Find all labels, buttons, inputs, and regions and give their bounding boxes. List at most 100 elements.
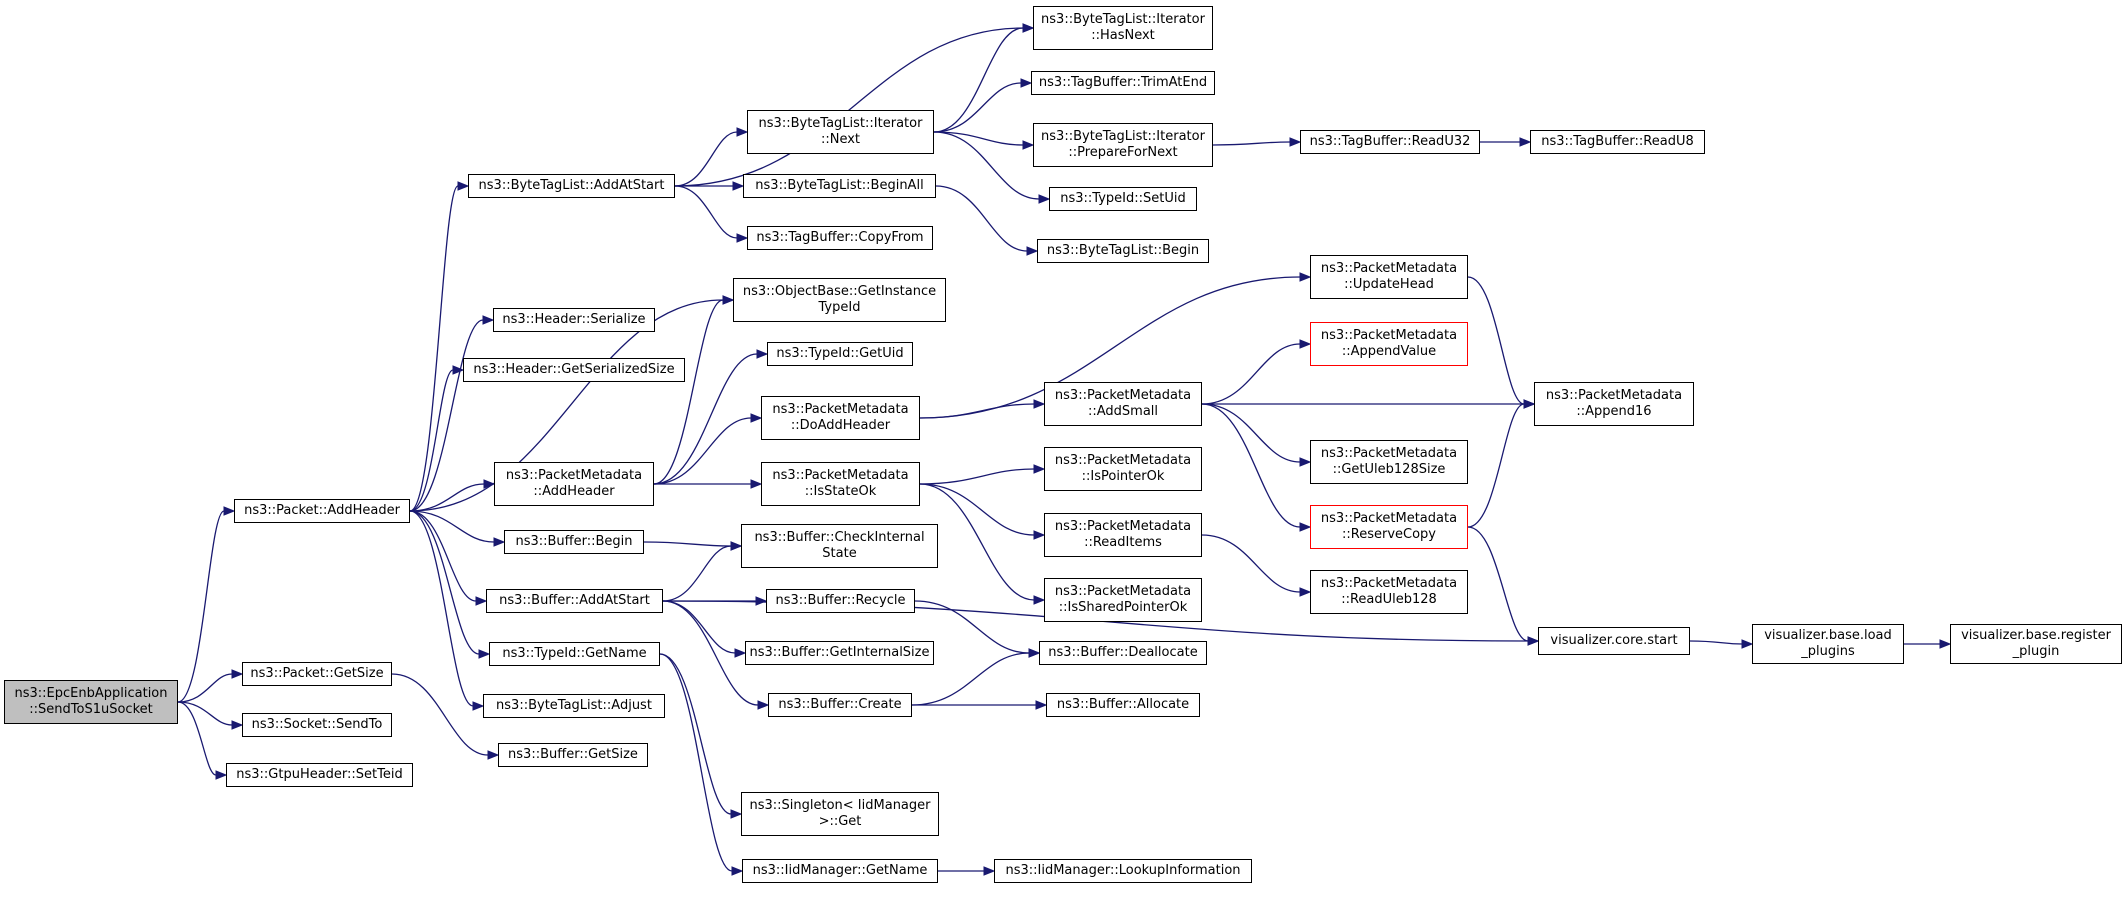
- edge-btl_addatstart-to-tagbuf_copyfrom: [674, 185, 738, 239]
- edge-typeid_getname-to-singleton_get: [659, 653, 732, 815]
- edge-buffer_create-to-buffer_deallocate: [911, 652, 1030, 706]
- node-pm-issharedpointerok[interactable]: ns3::PacketMetadata::IsSharedPointerOk: [1044, 578, 1202, 622]
- node-iid-lookupinformation[interactable]: ns3::IidManager::LookupInformation: [994, 859, 1252, 883]
- node-label-line: ::DoAddHeader: [790, 418, 891, 433]
- node-btl-beginall[interactable]: ns3::ByteTagList::BeginAll: [743, 174, 936, 198]
- node-btl-iter-preparefornext[interactable]: ns3::ByteTagList::Iterator::PrepareForNe…: [1033, 123, 1213, 167]
- node-tagbuf-readu8[interactable]: ns3::TagBuffer::ReadU8: [1530, 130, 1705, 154]
- node-iid-getname[interactable]: ns3::IidManager::GetName: [742, 859, 938, 883]
- node-btl-iter-hasnext[interactable]: ns3::ByteTagList::Iterator::HasNext: [1033, 6, 1213, 50]
- node-label-line: ns3::IidManager::LookupInformation: [1005, 863, 1241, 878]
- node-label-line: _plugins: [1801, 644, 1855, 659]
- arrowhead-packet_getsize-to-buffer_getsize: [487, 750, 500, 760]
- edge-pm_readitems-to-pm_readuleb128: [1201, 534, 1301, 593]
- node-vis-base-registerplugin[interactable]: visualizer.base.register_plugin: [1950, 624, 2122, 664]
- arrowhead-packet_addheader-to-pm_addheader: [483, 479, 496, 489]
- arrowhead-packet_addheader-to-buffer_begin: [493, 537, 506, 547]
- node-header-getsersize[interactable]: ns3::Header::GetSerializedSize: [463, 358, 685, 382]
- node-label-line: ::UpdateHead: [1344, 277, 1434, 292]
- node-label-line: ::ReserveCopy: [1342, 527, 1436, 542]
- arrowhead-pm_doaddheader-to-pm_updatehead: [1299, 272, 1312, 282]
- node-label-line: visualizer.base.register: [1961, 628, 2111, 643]
- node-label-line: ns3::GtpuHeader::SetTeid: [236, 767, 403, 782]
- node-buffer-begin[interactable]: ns3::Buffer::Begin: [504, 530, 644, 554]
- node-label-line: ns3::IidManager::GetName: [752, 863, 928, 878]
- arrowhead-pm_addheader-to-pm_doaddheader: [750, 413, 763, 423]
- edge-btl_iter_next-to-typeid_setuid: [933, 131, 1040, 200]
- node-vis-core-start[interactable]: visualizer.core.start: [1538, 627, 1690, 655]
- arrowhead-btl_addatstart-to-btl_iter_next: [736, 127, 749, 137]
- node-pm-doaddheader[interactable]: ns3::PacketMetadata::DoAddHeader: [761, 396, 920, 440]
- node-gtpu-setteid[interactable]: ns3::GtpuHeader::SetTeid: [226, 763, 413, 787]
- node-buffer-getsize[interactable]: ns3::Buffer::GetSize: [498, 743, 648, 767]
- node-pm-updatehead[interactable]: ns3::PacketMetadata::UpdateHead: [1310, 255, 1468, 299]
- node-buffer-addatstart[interactable]: ns3::Buffer::AddAtStart: [486, 589, 663, 613]
- node-label-line: ::IsSharedPointerOk: [1058, 600, 1188, 615]
- node-btl-iter-next[interactable]: ns3::ByteTagList::Iterator::Next: [747, 110, 934, 154]
- node-btl-begin[interactable]: ns3::ByteTagList::Begin: [1037, 239, 1209, 263]
- node-label-line: ns3::TypeId::GetUid: [776, 346, 904, 361]
- arrowhead-root-to-socket_sendto: [231, 720, 244, 730]
- arrowhead-btl_iter_next-to-btl_iter_preparefornext: [1022, 140, 1035, 150]
- node-label-line: ns3::Buffer::CheckInternal: [754, 530, 925, 545]
- node-vis-base-loadplugins[interactable]: visualizer.base.load_plugins: [1752, 624, 1904, 664]
- node-buffer-getinternalsize[interactable]: ns3::Buffer::GetInternalSize: [745, 641, 934, 665]
- node-btl-addatstart[interactable]: ns3::ByteTagList::AddAtStart: [468, 174, 675, 198]
- arrowhead-buffer_addatstart-to-vis_core_start: [1527, 636, 1540, 646]
- node-label-line: ns3::ByteTagList::AddAtStart: [478, 178, 665, 193]
- node-packet-getsize[interactable]: ns3::Packet::GetSize: [242, 662, 392, 686]
- node-label-line: ns3::TagBuffer::ReadU32: [1309, 134, 1471, 149]
- node-label-line: ::HasNext: [1091, 28, 1155, 43]
- node-singleton-get[interactable]: ns3::Singleton< IidManager >::Get: [741, 792, 939, 836]
- node-pm-ispointerok[interactable]: ns3::PacketMetadata::IsPointerOk: [1044, 447, 1202, 491]
- arrowhead-pm_isstateok-to-pm_issharedpointerok: [1033, 595, 1046, 605]
- node-pm-reservecopy[interactable]: ns3::PacketMetadata::ReserveCopy: [1310, 505, 1468, 549]
- node-pm-appendvalue[interactable]: ns3::PacketMetadata::AppendValue: [1310, 322, 1468, 366]
- node-label-line: ns3::PacketMetadata: [772, 402, 909, 417]
- node-pm-addheader[interactable]: ns3::PacketMetadata::AddHeader: [494, 462, 654, 506]
- node-typeid-setuid[interactable]: ns3::TypeId::SetUid: [1049, 187, 1197, 211]
- node-label-line: ::Next: [820, 132, 861, 147]
- node-tagbuf-copyfrom[interactable]: ns3::TagBuffer::CopyFrom: [747, 226, 933, 250]
- edge-buffer_addatstart-to-buffer_create: [662, 600, 759, 706]
- edge-buffer_addatstart-to-buffer_checkinternal: [662, 545, 732, 602]
- node-label-line: ns3::Buffer::GetInternalSize: [749, 645, 930, 660]
- arrowhead-pm_addsmall-to-pm_appendvalue: [1299, 339, 1312, 349]
- edge-packet_addheader-to-typeid_getname: [409, 510, 480, 655]
- node-buffer-deallocate[interactable]: ns3::Buffer::Deallocate: [1039, 641, 1207, 665]
- node-label-line: ns3::TagBuffer::TrimAtEnd: [1038, 75, 1208, 90]
- edge-root-to-gtpu_setteid: [177, 701, 217, 776]
- node-typeid-getuid[interactable]: ns3::TypeId::GetUid: [767, 342, 913, 366]
- edge-pm_reservecopy-to-pm_append16: [1467, 403, 1525, 528]
- edge-packet_addheader-to-btl_adjust: [409, 510, 474, 707]
- node-pm-isstateok[interactable]: ns3::PacketMetadata::IsStateOk: [761, 462, 920, 506]
- edge-pm_addheader-to-ob_getinstancetypeid: [653, 299, 724, 485]
- node-btl-adjust[interactable]: ns3::ByteTagList::Adjust: [483, 694, 665, 718]
- arrowhead-pm_addheader-to-pm_isstateok: [750, 479, 763, 489]
- node-pm-append16[interactable]: ns3::PacketMetadata::Append16: [1534, 382, 1694, 426]
- node-packet-addheader[interactable]: ns3::Packet::AddHeader: [234, 499, 410, 523]
- node-pm-readitems[interactable]: ns3::PacketMetadata::ReadItems: [1044, 513, 1202, 557]
- node-pm-addsmall[interactable]: ns3::PacketMetadata::AddSmall: [1044, 382, 1202, 426]
- arrowhead-pm_addsmall-to-pm_getuleb128size: [1299, 457, 1312, 467]
- node-tagbuf-trimatend[interactable]: ns3::TagBuffer::TrimAtEnd: [1031, 71, 1215, 95]
- edge-vis_core_start-to-vis_base_loadplugins: [1689, 640, 1743, 645]
- node-pm-getuleb128size[interactable]: ns3::PacketMetadata::GetUleb128Size: [1310, 440, 1468, 484]
- arrowhead-root-to-gtpu_setteid: [215, 770, 228, 780]
- node-buffer-create[interactable]: ns3::Buffer::Create: [768, 693, 912, 717]
- arrowhead-typeid_getname-to-iid_getname: [731, 866, 744, 876]
- node-label-line: ns3::PacketMetadata: [1320, 446, 1458, 461]
- node-label-line: ns3::ByteTagList::Iterator: [1041, 12, 1205, 27]
- node-socket-sendto[interactable]: ns3::Socket::SendTo: [242, 713, 392, 737]
- node-pm-readuleb128[interactable]: ns3::PacketMetadata::ReadUleb128: [1310, 570, 1468, 614]
- node-tagbuf-readu32[interactable]: ns3::TagBuffer::ReadU32: [1300, 130, 1480, 154]
- node-label-line: ns3::ByteTagList::Iterator: [758, 116, 923, 131]
- node-header-serialize[interactable]: ns3::Header::Serialize: [493, 308, 655, 332]
- arrowhead-packet_addheader-to-buffer_addatstart: [475, 596, 488, 606]
- node-buffer-allocate[interactable]: ns3::Buffer::Allocate: [1046, 693, 1200, 717]
- node-buffer-recycle[interactable]: ns3::Buffer::Recycle: [766, 589, 915, 613]
- node-label-line: ns3::Buffer::AddAtStart: [499, 593, 650, 608]
- node-typeid-getname[interactable]: ns3::TypeId::GetName: [489, 642, 660, 666]
